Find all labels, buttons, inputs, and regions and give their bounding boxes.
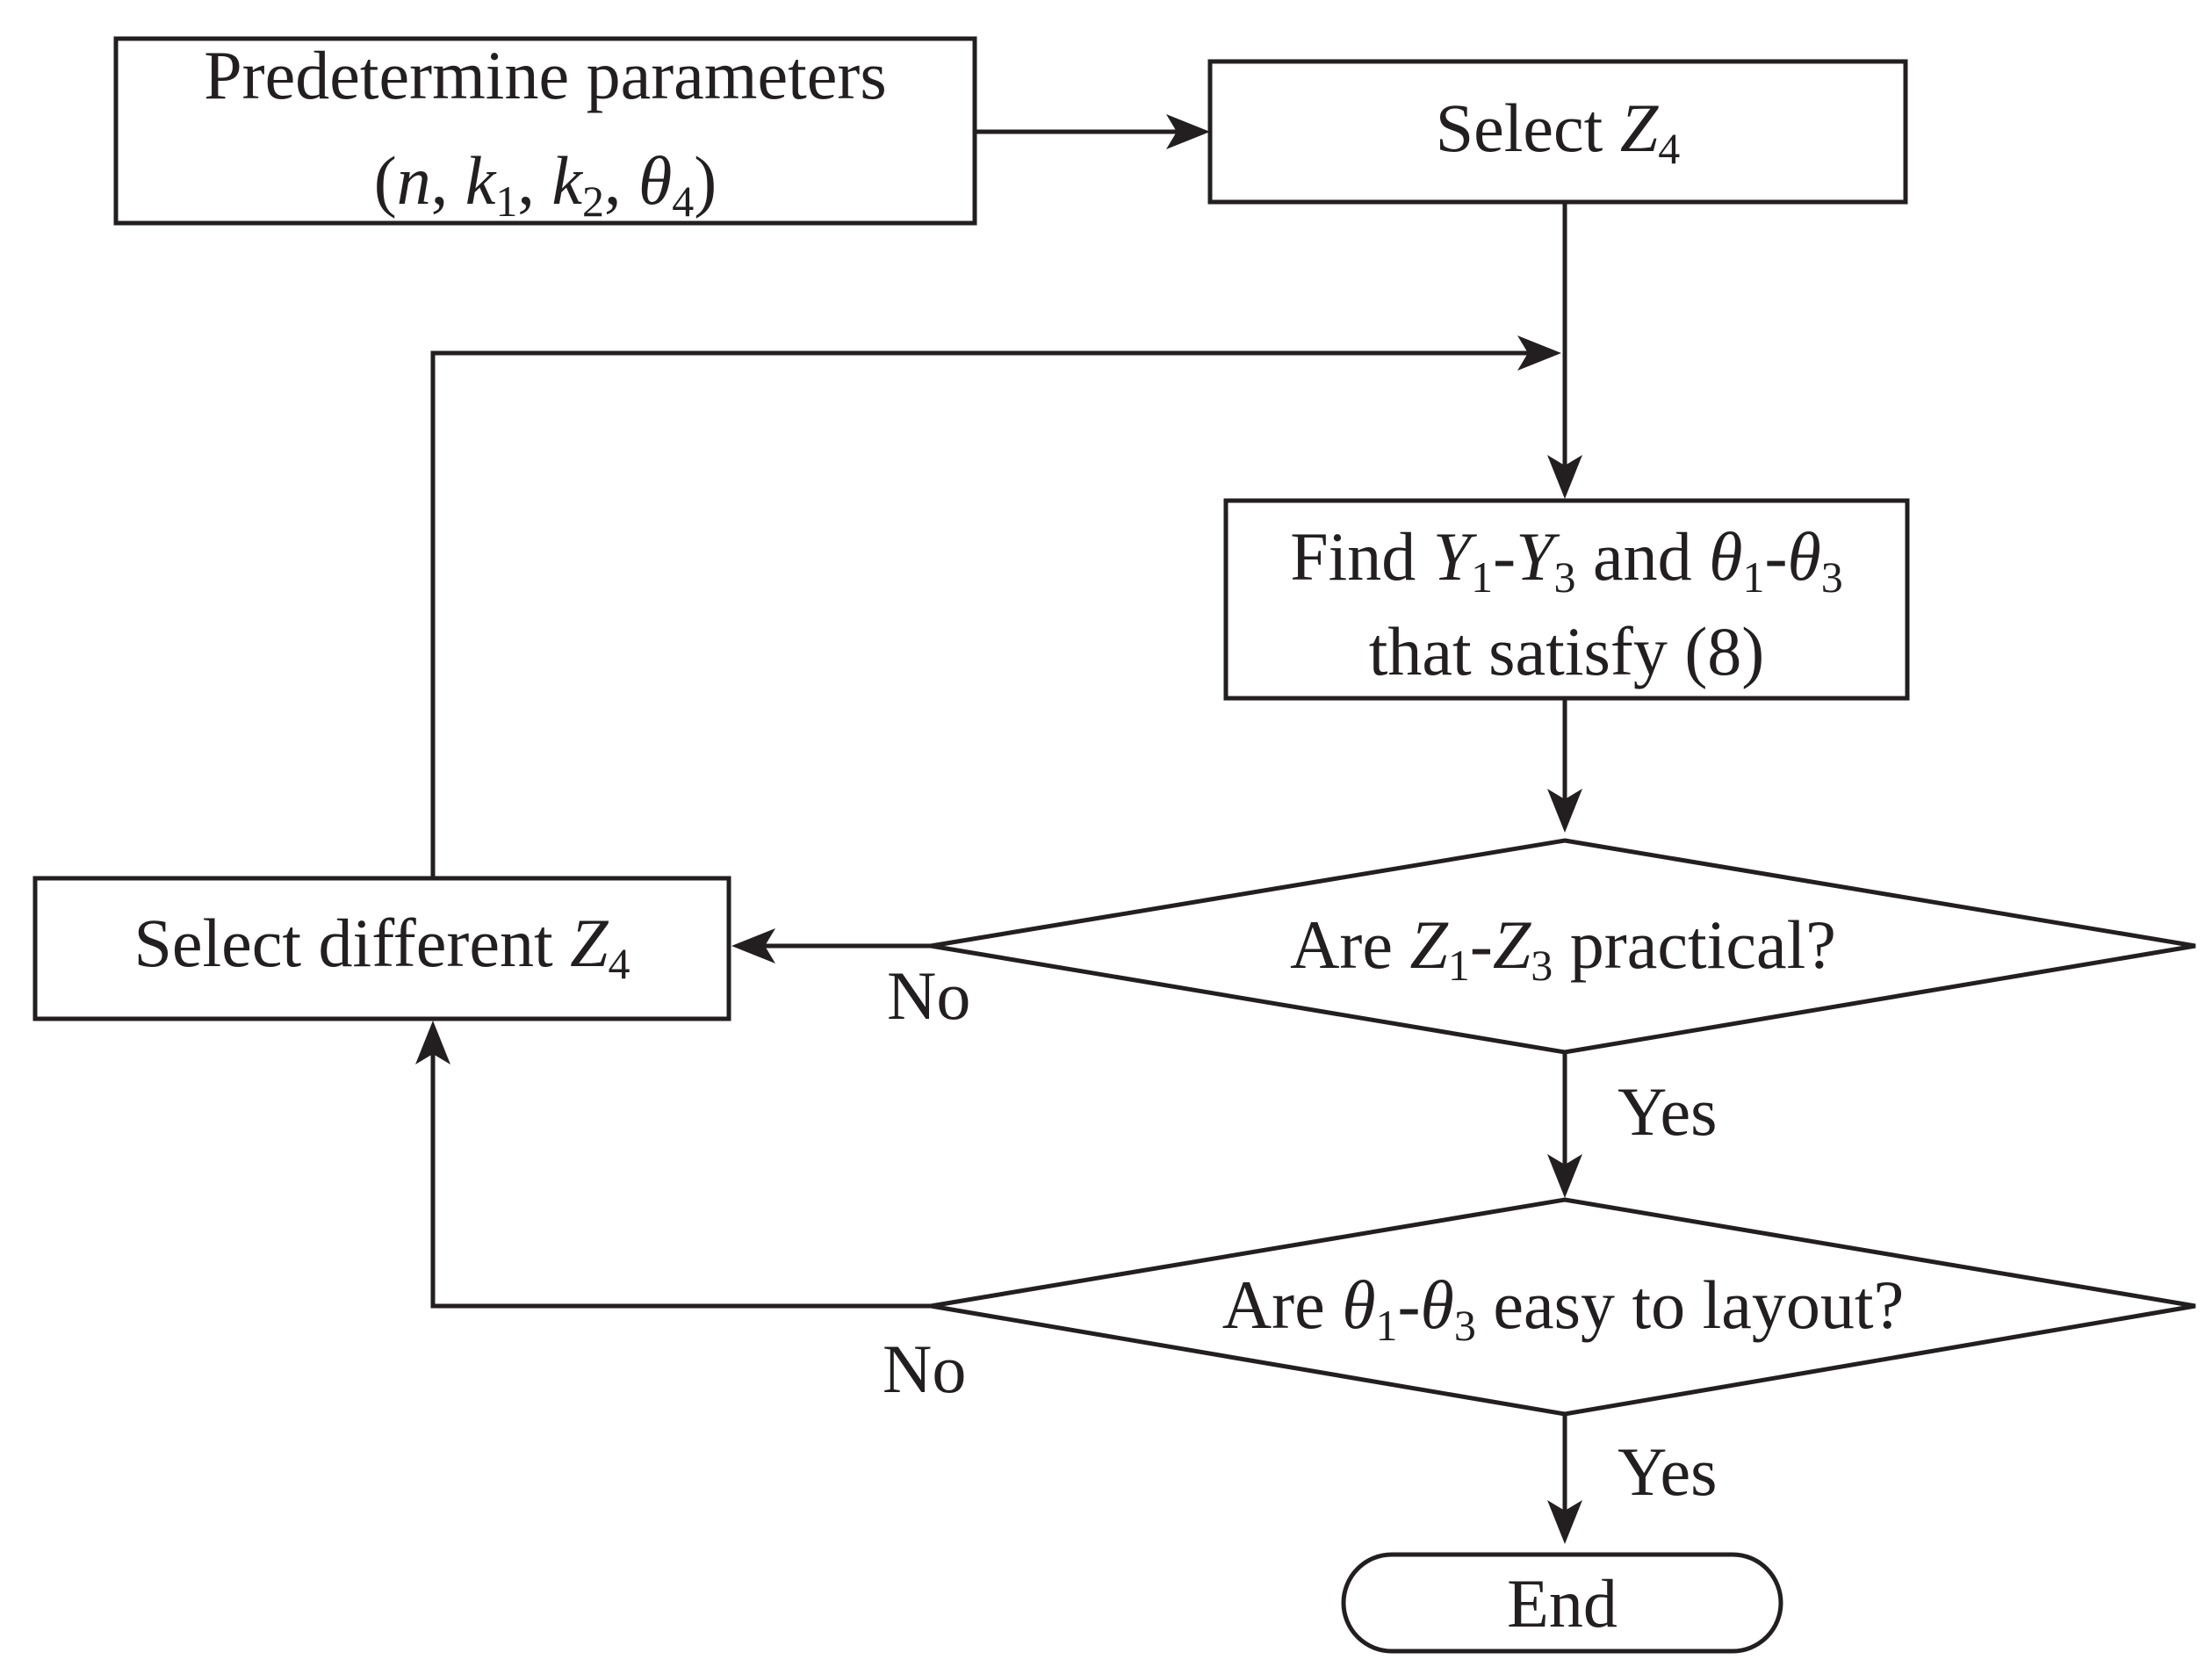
find-line1: Find Y1-Y3 and θ1-θ3 — [1290, 518, 1843, 602]
edge-label-practical-no: No — [887, 957, 970, 1034]
node-select-z4: Select Z4 — [1207, 59, 1908, 205]
select-different-label: Select different Z4 — [133, 905, 630, 988]
layout-label: Are θ1-θ3 easy to layout? — [1222, 1266, 1904, 1350]
find-line2: that satisfy (8) — [1369, 613, 1765, 689]
select-z4-label: Select Z4 — [1436, 90, 1680, 173]
edge-label-layout-no: No — [883, 1331, 966, 1407]
node-end: End — [1341, 1552, 1783, 1654]
connector-loop-back — [430, 336, 1561, 878]
predetermine-line2: (n, k1, k2, θ4) — [374, 142, 717, 226]
node-find-y-theta: Find Y1-Y3 and θ1-θ3 that satisfy (8) — [1223, 498, 1910, 701]
decision-practical: Are Z1-Z3 practical? — [930, 838, 2196, 1055]
node-select-different-z4: Select different Z4 — [32, 876, 731, 1021]
connector-practical-no — [731, 928, 931, 963]
predetermine-line1: Predetermine parameters — [204, 37, 886, 113]
connector-select-to-find — [1547, 202, 1582, 499]
connector-find-to-practical — [1547, 698, 1582, 833]
connector-practical-yes — [1547, 1052, 1582, 1198]
connector-layout-no — [415, 1021, 931, 1309]
end-label: End — [1507, 1565, 1618, 1642]
edge-label-layout-yes: Yes — [1618, 1433, 1718, 1510]
decision-layout: Are θ1-θ3 easy to layout? — [930, 1197, 2196, 1417]
connector-layout-yes — [1547, 1414, 1582, 1544]
connector-predetermine-to-select — [975, 114, 1210, 149]
practical-label: Are Z1-Z3 practical? — [1290, 906, 1836, 990]
node-predetermine-parameters: Predetermine parameters (n, k1, k2, θ4) — [113, 36, 977, 226]
edge-label-practical-yes: Yes — [1618, 1073, 1718, 1150]
